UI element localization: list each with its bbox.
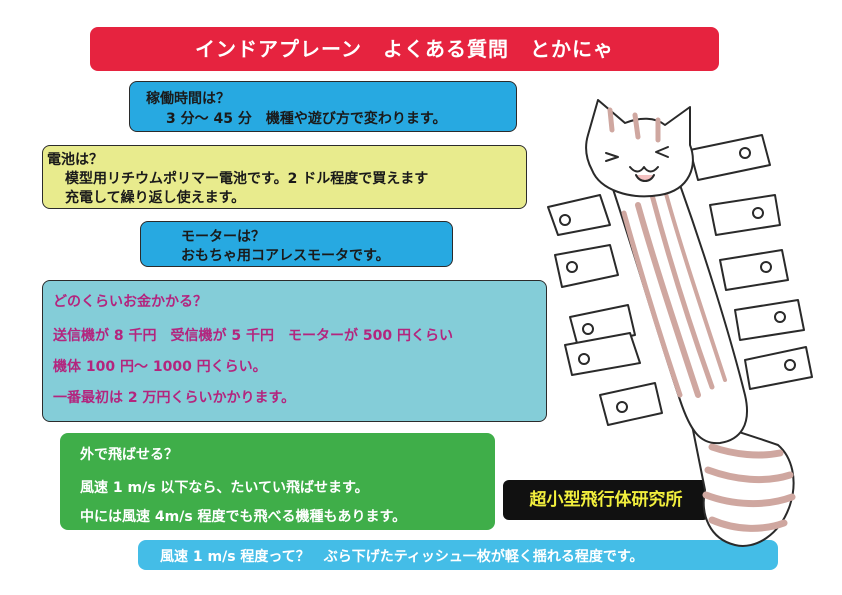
faq-question: 稼働時間は？ [146,91,230,107]
faq-answer: おもちゃ用コアレスモータです。 [181,248,390,264]
note-text: 風速 1 m/s 程度って？ ぶら下げたティッシュ一枚が軽く揺れる程度です。 [160,549,644,565]
faq-outdoor: 外で飛ばせる？ 風速 1 m/s 以下なら、たいてい飛ばせます。 中には風速 4… [60,433,495,530]
cat-head [585,99,694,198]
faq-battery: 電池は？ 模型用リチウムポリマー電池です。2 ドル程度で買えます 充電して繰り返… [42,145,527,209]
faq-operating-time: 稼働時間は？ 3 分〜 45 分 機種や遊び方で変わります。 [129,81,517,132]
faq-answer-line: 風速 1 m/s 以下なら、たいてい飛ばせます。 [80,480,369,496]
faq-answer-line: 模型用リチウムポリマー電池です。2 ドル程度で買えます [65,171,429,187]
faq-answer-line: 充電して繰り返し使えます。 [65,190,246,206]
cat-tail [689,414,796,547]
faq-cost: どのくらいお金かかる？ 送信機が 8 千円 受信機が 5 千円 モーターが 50… [42,280,547,422]
faq-wind-speed-note: 風速 1 m/s 程度って？ ぶら下げたティッシュ一枚が軽く揺れる程度です。 [138,540,778,570]
faq-question: 電池は？ [47,152,103,168]
page-title: インドアプレーン よくある質問 とかにゃ [90,27,719,71]
cat-body [609,169,748,445]
faq-answer-line: 機体 100 円〜 1000 円くらい。 [53,359,267,375]
cat-illustration [547,99,813,547]
faq-answer-line: 一番最初は 2 万円くらいかかります。 [53,390,296,406]
faq-question: 外で飛ばせる？ [80,447,178,463]
cat-legs [547,134,813,426]
faq-answer-line: 中には風速 4m/s 程度でも飛べる機種もあります。 [80,509,407,525]
faq-question: モーターは？ [181,229,265,245]
lab-name-badge: 超小型飛行体研究所 [503,480,709,520]
faq-question: どのくらいお金かかる？ [53,294,207,310]
faq-answer-line: 送信機が 8 千円 受信機が 5 千円 モーターが 500 円くらい [53,328,453,344]
faq-answer: 3 分〜 45 分 機種や遊び方で変わります。 [166,111,447,127]
faq-motor: モーターは？ おもちゃ用コアレスモータです。 [140,221,453,267]
